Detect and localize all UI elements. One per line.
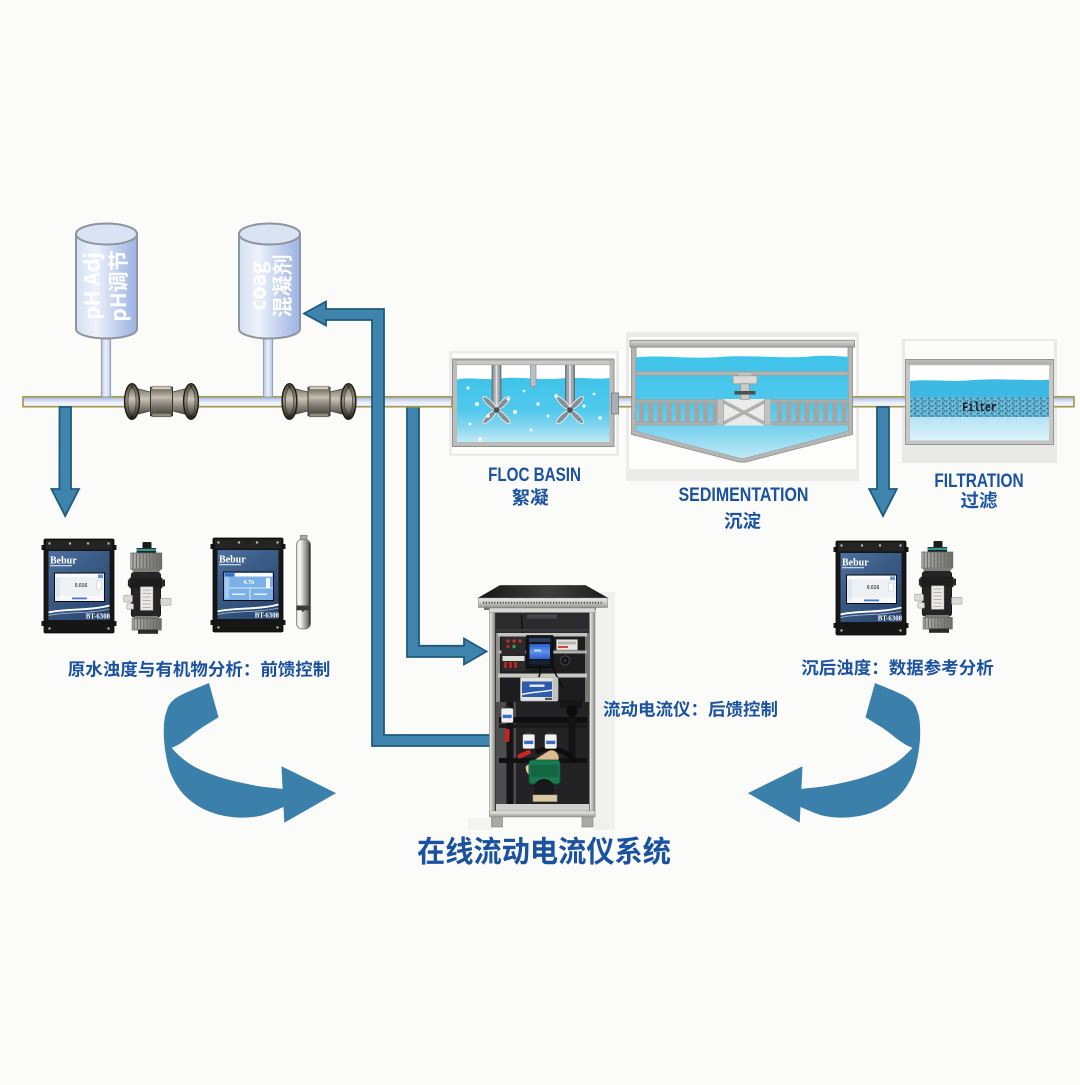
svg-text:0.016: 0.016 — [867, 585, 880, 591]
svg-text:4.7b: 4.7b — [243, 580, 255, 586]
svg-text:Bebur: Bebur — [50, 556, 77, 567]
svg-text:FLOC BASIN: FLOC BASIN — [488, 463, 581, 485]
svg-text:Bebur: Bebur — [842, 558, 869, 569]
svg-text:Filter: Filter — [962, 401, 997, 416]
svg-text:SEDIMENTATION: SEDIMENTATION — [679, 484, 809, 506]
svg-text:BT-6308: BT-6308 — [878, 616, 903, 623]
svg-text:FILTRATION: FILTRATION — [934, 469, 1023, 491]
svg-text:BT-6308: BT-6308 — [86, 614, 111, 621]
svg-text:0.016: 0.016 — [75, 583, 88, 589]
svg-text:Bebur: Bebur — [219, 555, 246, 566]
svg-text:BT-6308: BT-6308 — [255, 613, 280, 620]
